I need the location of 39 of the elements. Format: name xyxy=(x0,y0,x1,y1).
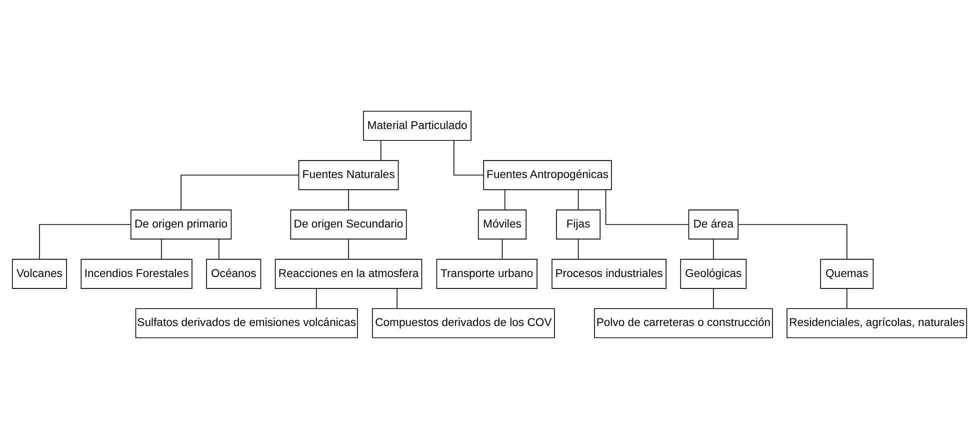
connector xyxy=(316,288,317,308)
node-box: De origen Secundario xyxy=(290,209,407,239)
node-box: Reacciones en la atmosfera xyxy=(274,258,422,288)
node-box: De área xyxy=(688,209,738,239)
node-box: Océanos xyxy=(206,258,262,288)
connector xyxy=(39,224,132,259)
node-box: Material Particulado xyxy=(363,110,472,140)
node-box: Compuestos derivados de los COV xyxy=(372,308,555,338)
connector xyxy=(180,174,300,210)
connector xyxy=(454,140,484,176)
node-box: Fuentes Naturales xyxy=(298,160,399,190)
connector xyxy=(161,238,162,259)
node-box: Móviles xyxy=(478,209,527,239)
connector xyxy=(218,238,220,259)
connector xyxy=(504,189,506,210)
node-box: Quemas xyxy=(820,258,874,288)
node-box: Residenciales, agrícolas, naturales xyxy=(786,308,968,338)
connector xyxy=(348,238,349,259)
node-box: Incendios Forestales xyxy=(80,258,192,288)
node-box: Geológicas xyxy=(680,258,747,288)
connector xyxy=(348,189,349,210)
node-box: Sulfatos derivados de emisiones volcánicas xyxy=(135,308,358,338)
connector xyxy=(502,238,503,259)
connector xyxy=(846,288,848,308)
node-box: Volcanes xyxy=(12,258,67,288)
connector xyxy=(738,224,848,259)
node-box: Polvo de carreteras o construcción xyxy=(594,308,773,338)
connector xyxy=(380,140,382,160)
node-box: Procesos industriales xyxy=(552,258,666,288)
connector xyxy=(578,189,579,210)
connector xyxy=(578,238,579,259)
connector xyxy=(396,288,398,308)
node-box: Transporte urbano xyxy=(436,258,538,288)
connector xyxy=(605,189,690,224)
node-box: De origen primario xyxy=(130,209,232,239)
connector xyxy=(713,288,714,308)
connector xyxy=(713,238,714,259)
node-box: Fuentes Antropogénicas xyxy=(483,160,612,190)
node-box: Fijas xyxy=(556,209,601,239)
